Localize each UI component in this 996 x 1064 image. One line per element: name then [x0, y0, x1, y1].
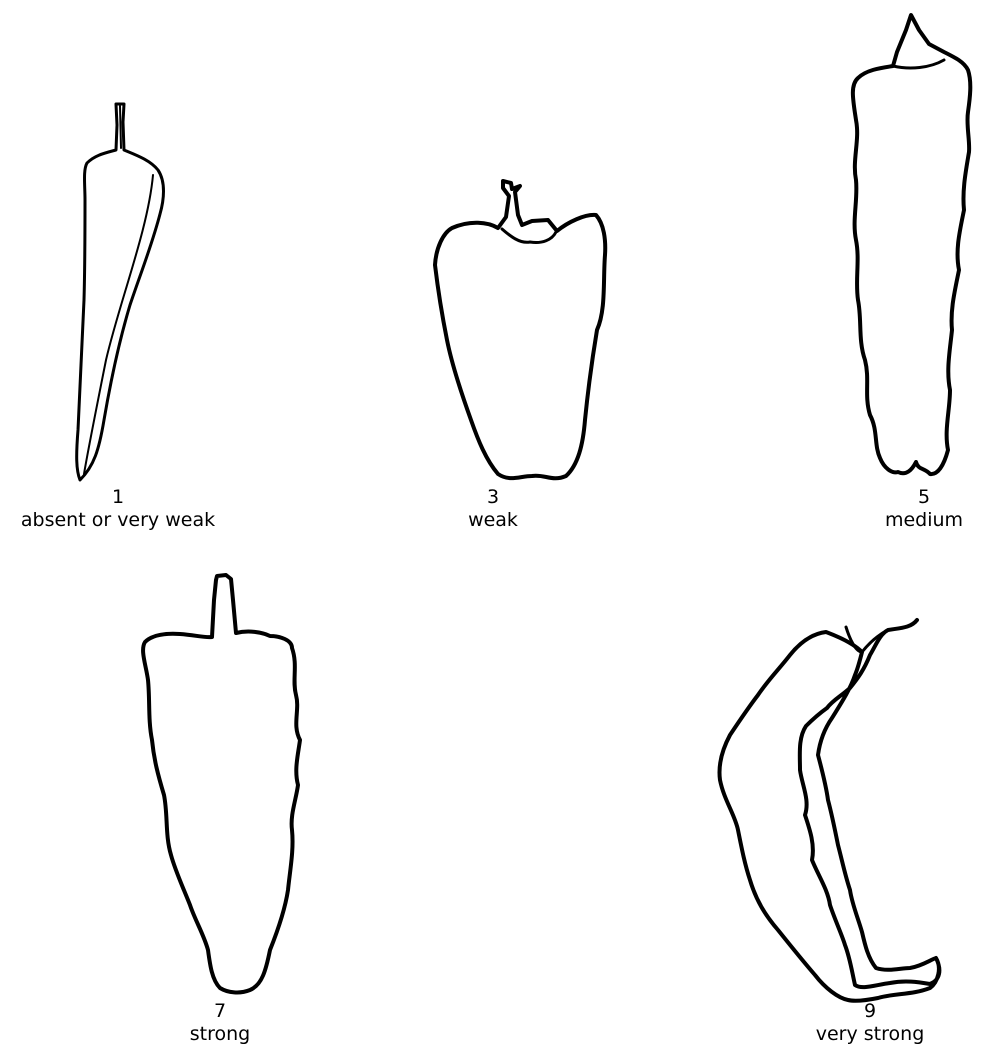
fruit-outline-7	[143, 575, 300, 992]
caption-3: 3 weak	[446, 486, 540, 532]
fruit-outline-5	[853, 15, 970, 474]
fruit-outline-9	[719, 620, 939, 1001]
note-label: very strong	[800, 1023, 940, 1046]
note-label: strong	[170, 1023, 270, 1046]
note-label: medium	[860, 509, 988, 532]
note-number: 5	[860, 486, 988, 509]
fruit-outline-1	[77, 104, 164, 480]
caption-1: 1 absent or very weak	[0, 486, 236, 532]
caption-7: 7 strong	[170, 1000, 270, 1046]
note-number: 7	[170, 1000, 270, 1023]
note-number: 3	[446, 486, 540, 509]
note-label: absent or very weak	[0, 509, 236, 532]
note-number: 1	[0, 486, 236, 509]
note-number: 9	[800, 1000, 940, 1023]
caption-5: 5 medium	[860, 486, 988, 532]
caption-9: 9 very strong	[800, 1000, 940, 1046]
fruit-outline-3	[435, 181, 605, 478]
note-label: weak	[446, 509, 540, 532]
